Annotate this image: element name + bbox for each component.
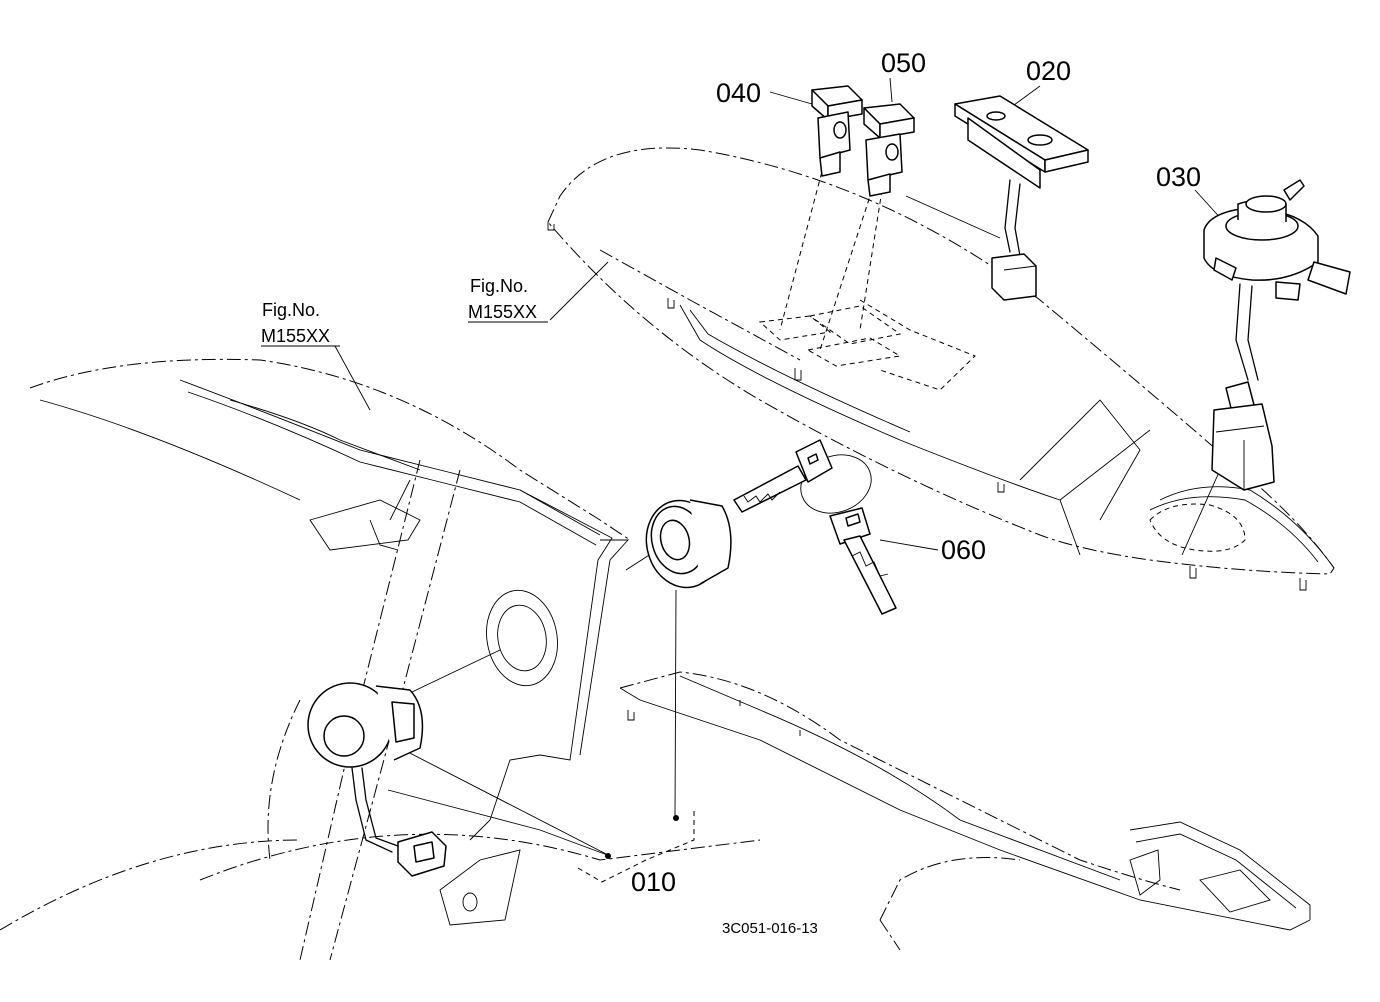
callout-030: 030	[1156, 162, 1201, 192]
lower-right-panel	[619, 671, 1311, 951]
bullet-2	[673, 815, 679, 821]
callout-040: 040	[716, 78, 761, 108]
callout-010: 010	[631, 867, 676, 897]
fig-ref-left-line1: Fig.No.	[262, 300, 320, 320]
lamp-010	[307, 682, 447, 877]
callout-050: 050	[881, 48, 926, 78]
callout-060: 060	[941, 535, 986, 565]
switch-040	[811, 85, 863, 177]
indicator-020	[954, 95, 1089, 301]
upper-panel	[547, 147, 1335, 591]
drawing-code: 3C051-016-13	[722, 920, 818, 937]
callout-020: 020	[1026, 56, 1071, 86]
fig-ref-upper-line2: M155XX	[468, 302, 537, 322]
bullet-1	[605, 853, 611, 859]
grommet-010	[645, 499, 732, 589]
key-switch-030	[1203, 179, 1351, 491]
keys-060	[733, 439, 897, 615]
leader-lines	[334, 77, 1225, 883]
fig-ref-upper-line1: Fig.No.	[470, 276, 528, 296]
fig-ref-left-line2: M155XX	[261, 326, 330, 346]
switch-050	[863, 103, 915, 197]
